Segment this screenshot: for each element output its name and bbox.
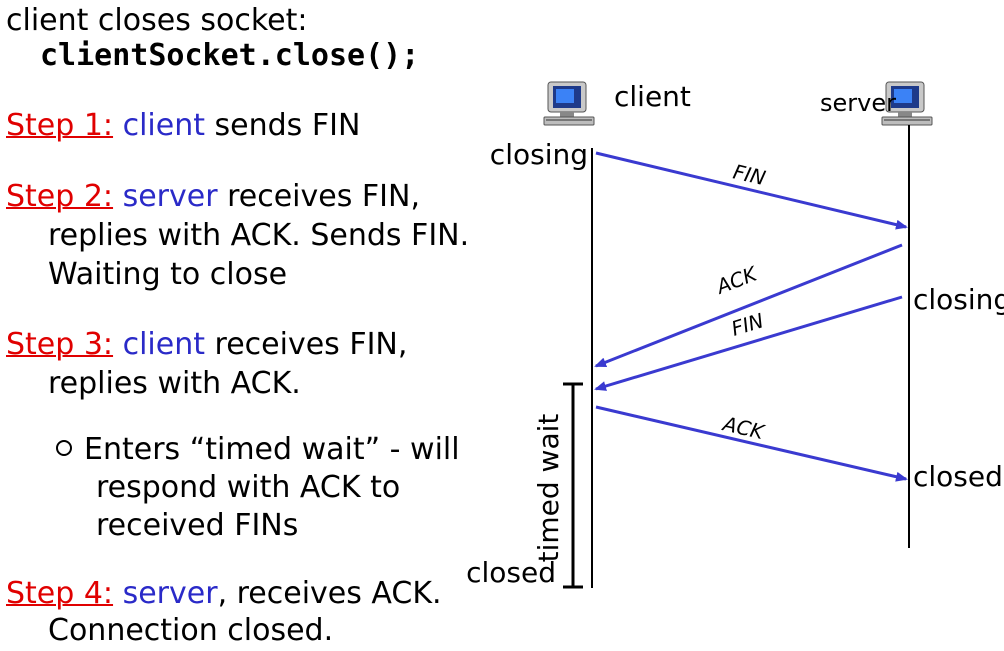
step-4-label: Step 4: <box>6 576 114 611</box>
ack-arrow-1 <box>594 243 903 368</box>
step-1-label: Step 1: <box>6 108 114 143</box>
client-computer-icon <box>543 81 595 126</box>
ack-label-2: ACK <box>719 411 768 444</box>
client-closed-label: closed <box>466 556 556 589</box>
step-2: Step 2: server receives FIN, <box>6 180 420 214</box>
step-2-line-3: Waiting to close <box>48 257 288 292</box>
bullet-marker <box>56 439 72 456</box>
fin-arrow-2 <box>594 295 903 391</box>
bullet-line-2: respond with ACK to <box>96 470 401 505</box>
step-2-label: Step 2: <box>6 179 114 214</box>
step-4-line-2: Connection closed. <box>48 613 334 648</box>
step-3-line-2: replies with ACK. <box>48 366 301 401</box>
intro-line: client closes socket: <box>6 3 308 38</box>
step-2-text: receives FIN, <box>217 179 420 214</box>
fin-arrow-1 <box>595 151 908 230</box>
timed-wait-label: timed wait <box>532 414 565 563</box>
step-2-line-2: replies with ACK. Sends FIN. <box>48 218 470 253</box>
step-3-text: receives FIN, <box>205 327 408 362</box>
server-label: server <box>820 89 896 117</box>
step-2-actor: server <box>122 179 218 214</box>
step-4: Step 4: server, receives ACK. <box>6 577 442 611</box>
client-label: client <box>614 80 691 113</box>
step-1-text: sends FIN <box>205 108 361 143</box>
step-4-actor: server <box>122 576 218 611</box>
bullet-line-1: Enters “timed wait” - will <box>84 432 460 467</box>
bullet-line-3: received FINs <box>96 508 299 543</box>
step-3-actor: client <box>122 327 205 362</box>
server-closing-label: closing <box>913 283 1004 316</box>
step-1: Step 1: client sends FIN <box>6 109 360 143</box>
ack-arrow-2 <box>595 405 908 482</box>
step-1-actor: client <box>122 108 205 143</box>
bullet-item: Enters “timed wait” - will <box>56 433 460 467</box>
ack-label-1: ACK <box>711 261 761 299</box>
client-closing-label: closing <box>490 138 588 171</box>
step-3-label: Step 3: <box>6 327 114 362</box>
fin-label-2: FIN <box>728 308 766 340</box>
code-line: clientSocket.close(); <box>40 38 420 73</box>
step-4-text: , receives ACK. <box>217 576 442 611</box>
step-3: Step 3: client receives FIN, <box>6 328 407 362</box>
server-closed-label: closed <box>913 460 1003 493</box>
